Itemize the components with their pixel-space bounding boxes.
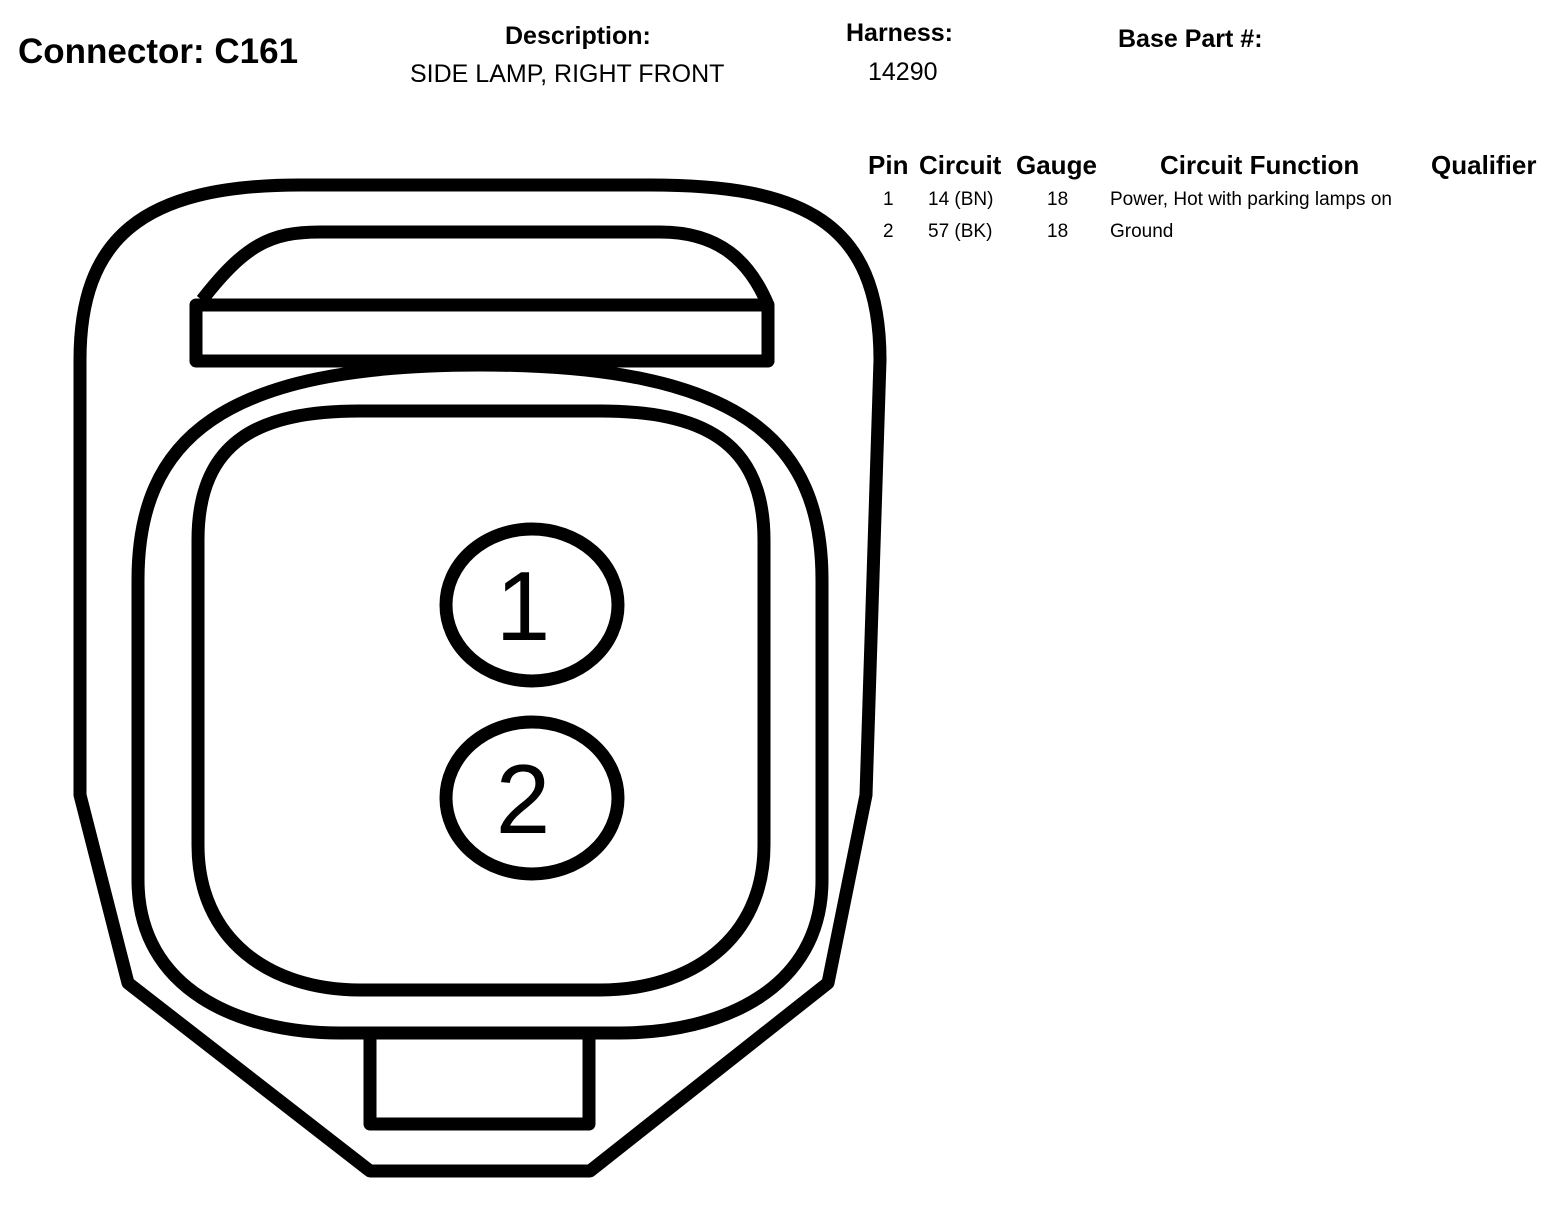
cell-pin: 1: [883, 189, 894, 210]
column-header-pin: Pin: [868, 150, 909, 180]
cell-circuit-function: Ground: [1110, 221, 1174, 242]
pin-2-label: 2: [496, 744, 551, 854]
cell-pin: 2: [883, 221, 894, 242]
cell-gauge: 18: [1047, 189, 1069, 210]
locking-tab: [363, 1033, 596, 1131]
connector-title: Connector: C161: [18, 32, 299, 71]
harness-heading: Harness:: [846, 19, 953, 47]
pin-cavity-2: 2: [439, 715, 625, 881]
column-header-gauge: Gauge: [1016, 150, 1097, 180]
pin-2-circle: [439, 715, 625, 881]
latch-bar: [189, 298, 775, 368]
terminal-cavity: [191, 404, 771, 997]
harness-value: 14290: [868, 58, 938, 86]
cell-circuit-function: Power, Hot with parking lamps on: [1110, 189, 1392, 210]
column-header-circuit-function: Circuit Function: [1160, 150, 1360, 180]
base-part-heading: Base Part #:: [1118, 25, 1263, 53]
column-header-qualifier: Qualifier: [1431, 150, 1537, 180]
top-latch-arch: [196, 225, 774, 308]
pin-cavity-1: 1: [439, 522, 625, 688]
cell-circuit: 57 (BK): [928, 221, 993, 242]
pin-1-label: 1: [496, 551, 551, 661]
outer-housing: [73, 178, 887, 1178]
cell-gauge: 18: [1047, 221, 1069, 242]
cell-circuit: 14 (BN): [928, 189, 994, 210]
description-heading: Description:: [505, 22, 651, 50]
connector-face-diagram: 1 2: [73, 178, 887, 1178]
inner-shroud: [131, 358, 829, 1040]
pin-1-circle: [439, 522, 625, 688]
column-header-circuit: Circuit: [919, 150, 1002, 180]
description-value: SIDE LAMP, RIGHT FRONT: [410, 60, 725, 88]
